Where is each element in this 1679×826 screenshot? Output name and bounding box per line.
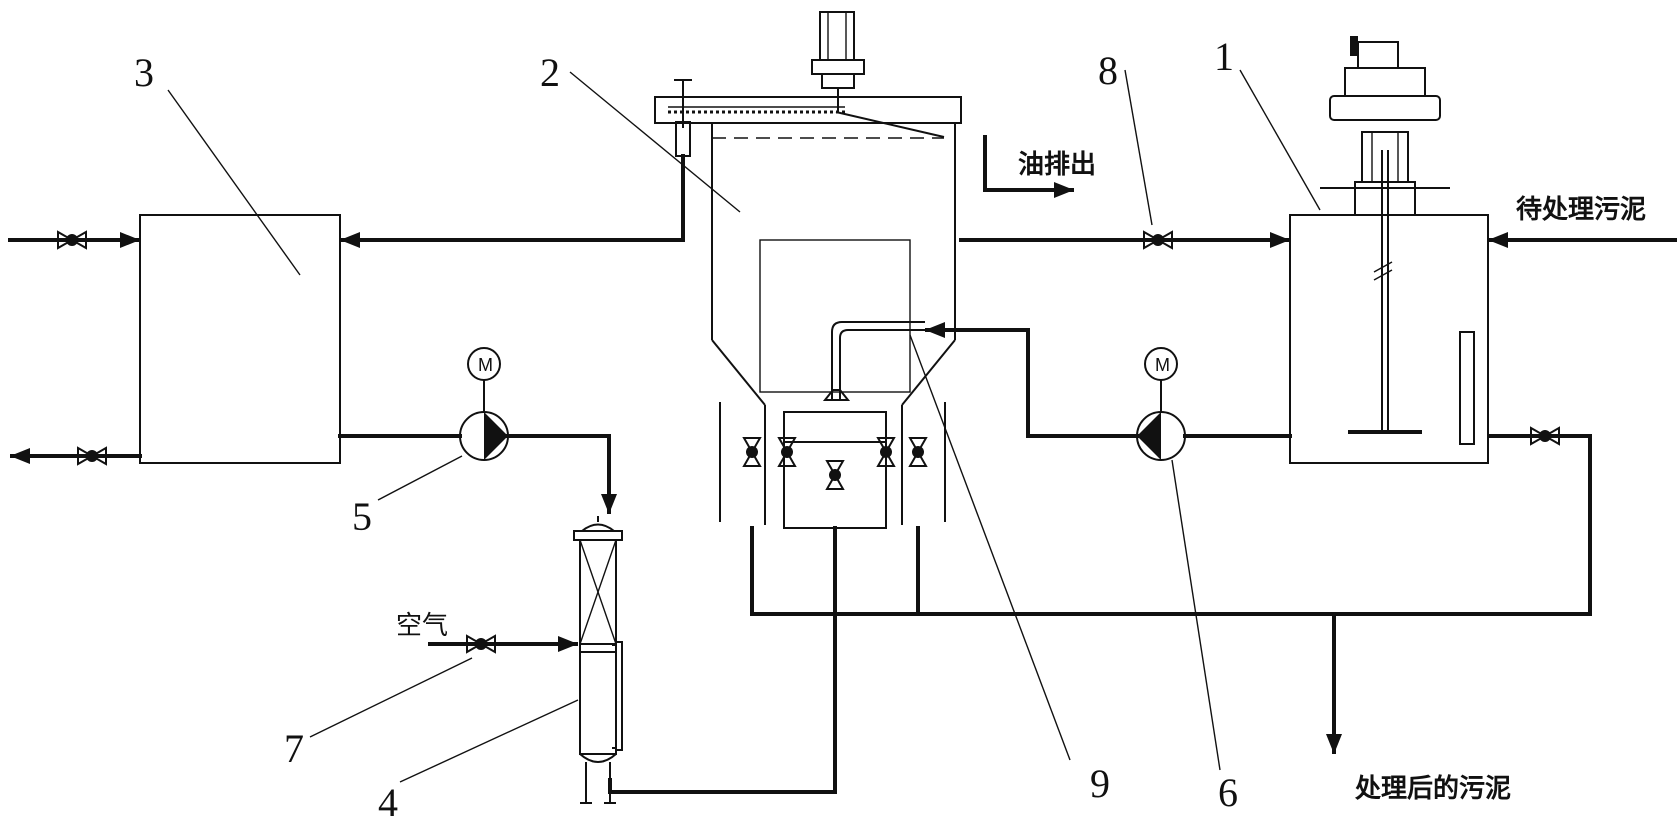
separator-motor [811, 11, 865, 112]
valve-separator-center [826, 460, 844, 490]
tank-3 [139, 214, 341, 464]
column-4 [573, 516, 623, 804]
sludge-out-label: 处理后的污泥 [1354, 773, 1511, 804]
sludge-in-label: 待处理污泥 [1516, 195, 1646, 225]
label-1: 1 [1214, 34, 1234, 79]
valve-separator-outer-left [743, 437, 761, 467]
oil-out-label: 油排出 [1018, 150, 1096, 180]
label-9: 9 [1090, 761, 1110, 806]
air-label: 空气 [396, 611, 448, 641]
label-8: 8 [1098, 48, 1118, 93]
leader-lines [167, 69, 1321, 783]
label-2: 2 [540, 50, 560, 95]
label-5: 5 [352, 494, 372, 539]
label-3: 3 [134, 50, 154, 95]
motor-label-pump-5: M [478, 355, 493, 375]
separator-2 [654, 96, 962, 529]
agitator-motor [1320, 36, 1450, 216]
pump-5 [459, 347, 509, 461]
label-4: 4 [378, 780, 398, 825]
piping [8, 135, 1677, 794]
label-6: 6 [1218, 770, 1238, 815]
valve-separator-outer-right [909, 437, 927, 467]
motor-label-pump-6: M [1155, 355, 1170, 375]
level-float [674, 79, 692, 242]
tank-1 [1289, 150, 1489, 464]
label-7: 7 [284, 726, 304, 771]
